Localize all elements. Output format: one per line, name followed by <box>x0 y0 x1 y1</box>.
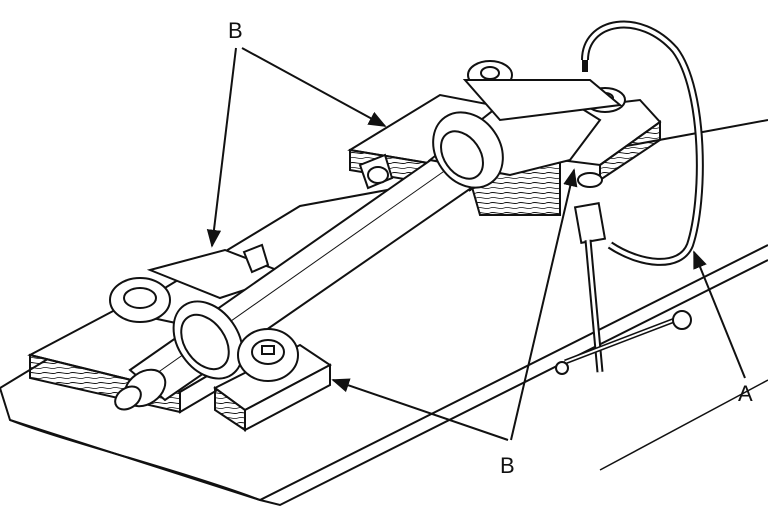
callout-leaders <box>206 47 746 441</box>
leader-b-top-right <box>241 47 387 127</box>
leader-b-top-left <box>206 47 237 248</box>
leader-b-bottom-left <box>331 378 509 441</box>
left-bushing-assembly <box>109 277 299 382</box>
c-clamp <box>555 20 704 375</box>
leader-a <box>693 250 746 379</box>
leader-b-bottom-right <box>510 168 578 441</box>
grease-fittings <box>242 153 394 274</box>
callout-label-b-top: B <box>228 18 243 43</box>
right-bracket-casting <box>427 60 626 189</box>
callout-label-a: A <box>738 381 753 406</box>
callout-label-b-bottom: B <box>500 453 515 478</box>
